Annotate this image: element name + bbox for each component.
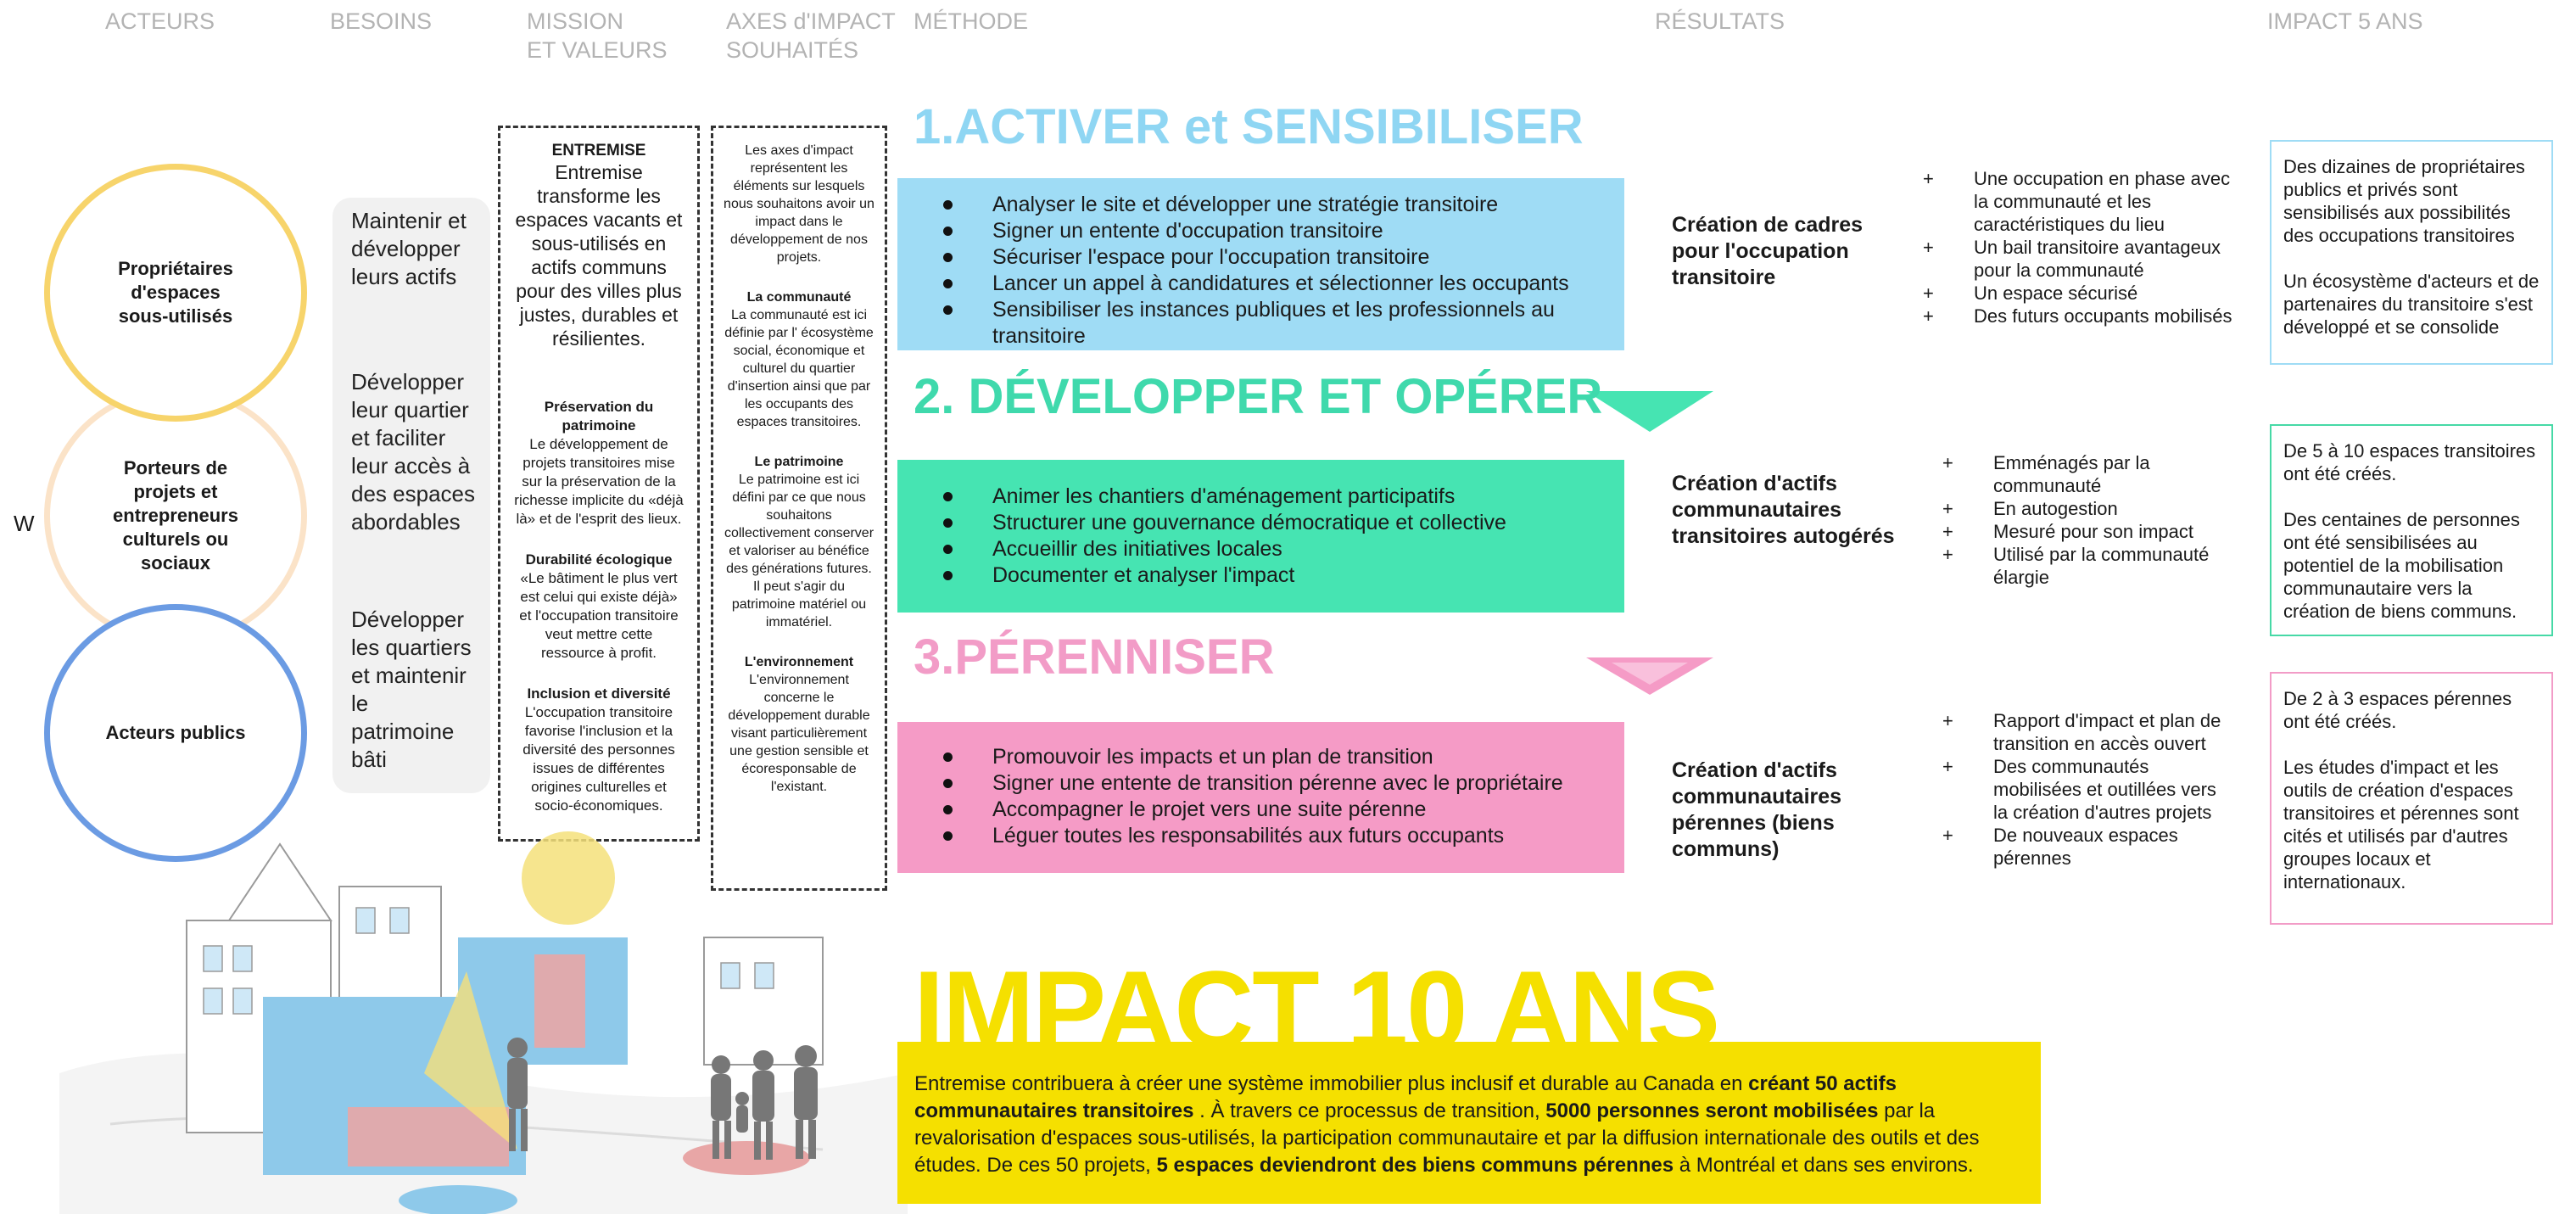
outcome-item: +Emménagés par la communauté [1942,452,2150,496]
value-title: Inclusion et diversité [527,685,671,702]
axis-text: L'environnement concerne le développemen… [728,673,870,794]
value-text: «Le bâtiment le plus vert est celui qui … [519,570,679,661]
header-resultats: RÉSULTATS [1655,8,1785,34]
need-proprietaires: Maintenir et développer leurs actifs [351,208,467,289]
impact-10-highlight: 5000 personnes seront mobilisées [1545,1099,1879,1122]
impact-text: Des centaines de personnes ont été sensi… [2283,509,2520,622]
outcome-item: +Utilisé par la communauté élargie [1942,544,2210,588]
phase-2-bullet: Animer les chantiers d'aménagement parti… [938,484,1607,510]
phase-3-band: Promouvoir les impacts et un plan de tra… [897,722,1624,873]
side-letter: W [14,511,35,536]
outcome-item: +Des communautés mobilisées et outillées… [1942,756,2216,823]
outcome-item: +En autogestion [1942,498,2118,519]
impact-10-box: Entremise contribuera à créer une systèm… [897,1042,2041,1204]
actor-proprietaires: Propriétaires d'espaces sous-utilisés [44,164,307,422]
phase-1-outcomes: +Une occupation en phase avec la communa… [1923,167,2237,327]
axes-intro: Les axes d'impact représentent les éléme… [724,143,874,265]
impact-10-text: par la revalorisation d'espaces sous-uti… [914,1099,1980,1177]
impact-text: De 5 à 10 espaces transitoires ont été c… [2283,440,2536,484]
actor-acteurs-publics: Acteurs publics [44,604,307,862]
impact-box-1: Des dizaines de propriétaires publics et… [2270,140,2553,365]
need-acteurs-publics: Développer les quartiers et maintenir le… [351,607,472,772]
axis-text: La communauté est ici définie par l' éco… [724,308,874,429]
phase-3-bullet: Accompagner le projet vers une suite pér… [938,797,1607,823]
impact-10-text: Entremise contribuera à créer une systèm… [914,1072,1749,1095]
value-title: Préservation du patrimoine [544,399,654,434]
phase-1-band: Analyser le site et développer une strat… [897,178,1624,350]
impact-text: Des dizaines de propriétaires publics et… [2283,156,2525,246]
phase-3-bullet: Léguer toutes les responsabilités aux fu… [938,823,1607,849]
outcome-item: +Mesuré pour son impact [1942,521,2193,542]
axis-title: Le patrimoine [754,455,844,469]
impact-10-highlight: créant 50 actifs communautaires transito… [914,1072,1897,1122]
phase-2-bullet: Accueillir des initiatives locales [938,536,1607,562]
impact-text: Un écosystème d'acteurs et de partenaire… [2283,271,2540,338]
phase-1-bullet: Sensibiliser les instances publiques et … [938,297,1607,350]
outcome-item: +De nouveaux espaces pérennes [1942,825,2178,869]
header-axes: AXES d'IMPACT SOUHAITÉS [726,8,896,63]
outcome-item: +Un espace sécurisé [1923,283,2138,304]
value-text: L'occupation transitoire favorise l'incl… [522,704,675,814]
outcome-item: +Des futurs occupants mobilisés [1923,305,2232,327]
phase-1-result: Création de cadres pour l'occupation tra… [1672,213,1864,289]
impact-text: De 2 à 3 espaces pérennes ont été créés. [2283,688,2512,732]
axis-title: La communauté [746,290,852,305]
arrow-down-icon [1586,391,1713,432]
outcome-item: +Un bail transitoire avantageux pour la … [1923,237,2221,281]
city-illustration [59,831,908,1214]
phase-3-result: Création d'actifs communautaires pérenne… [1672,758,1842,861]
header-acteurs: ACTEURS [105,8,215,34]
actor-porteurs-de-projets: Porteurs de projets et entrepreneurs cul… [44,387,307,645]
mission-title: ENTREMISE [551,142,646,159]
impact-text: Les études d'impact et les outils de cré… [2283,757,2519,892]
phase-2-bullet: Structurer une gouvernance démocratique … [938,510,1607,536]
phase-1-bullet: Analyser le site et développer une strat… [938,192,1607,218]
header-impact-5-ans: IMPACT 5 ANS [2267,8,2423,34]
impact-box-2: De 5 à 10 espaces transitoires ont été c… [2270,424,2553,636]
header-besoins: BESOINS [330,8,433,34]
impact-10-text: . À travers ce processus de transition, [1193,1099,1546,1122]
axis-text: Le patrimoine est ici défini par ce que … [724,473,874,629]
need-porteurs: Développer leur quartier et faciliter le… [351,369,475,534]
axis-title: L'environnement [744,655,854,669]
phase-3-bullet: Promouvoir les impacts et un plan de tra… [938,744,1607,770]
phase-2-bullet: Documenter et analyser l'impact [938,562,1607,589]
phase-2-outcomes: +Emménagés par la communauté +En autoges… [1942,451,2231,589]
value-title: Durabilité écologique [525,551,673,568]
impact-box-3: De 2 à 3 espaces pérennes ont été créés.… [2270,672,2553,925]
impact-10-text: à Montréal et dans ses environs. [1674,1154,1974,1177]
phase-1-bullet: Lancer un appel à candidatures et sélect… [938,271,1607,297]
axes-box: Les axes d'impact représentent les éléme… [711,126,887,891]
phase-3-bullet: Signer une entente de transition pérenne… [938,770,1607,797]
phase-2-band: Animer les chantiers d'aménagement parti… [897,460,1624,613]
impact-10-highlight: 5 espaces deviendront des biens communs … [1156,1154,1674,1177]
phase-2-title: 2. DÉVELOPPER ET OPÉRER [914,369,1603,424]
arrow-down-icon [1586,657,1713,695]
mission-box: ENTREMISE Entremise transforme les espac… [498,126,700,842]
outcome-item: +Une occupation en phase avec la communa… [1923,168,2231,235]
mission-intro: Entremise transforme les espaces vacants… [515,161,683,350]
needs-panel [332,198,490,793]
phase-3-outcomes: +Rapport d'impact et plan de transition … [1942,709,2231,870]
phase-1-title: 1.ACTIVER et SENSIBILISER [914,99,1584,154]
outcome-item: +Rapport d'impact et plan de transition … [1942,710,2221,754]
phase-1-bullet: Signer un entente d'occupation transitoi… [938,218,1607,244]
phase-1-bullet: Sécuriser l'espace pour l'occupation tra… [938,244,1607,271]
value-text: Le développement de projets transitoires… [514,436,684,527]
phase-3-title: 3.PÉRENNISER [914,629,1275,685]
header-methode: MÉTHODE [914,8,1028,34]
phase-2-result: Création d'actifs communautaires transit… [1672,472,1895,548]
header-mission: MISSION ET VALEURS [527,8,668,63]
